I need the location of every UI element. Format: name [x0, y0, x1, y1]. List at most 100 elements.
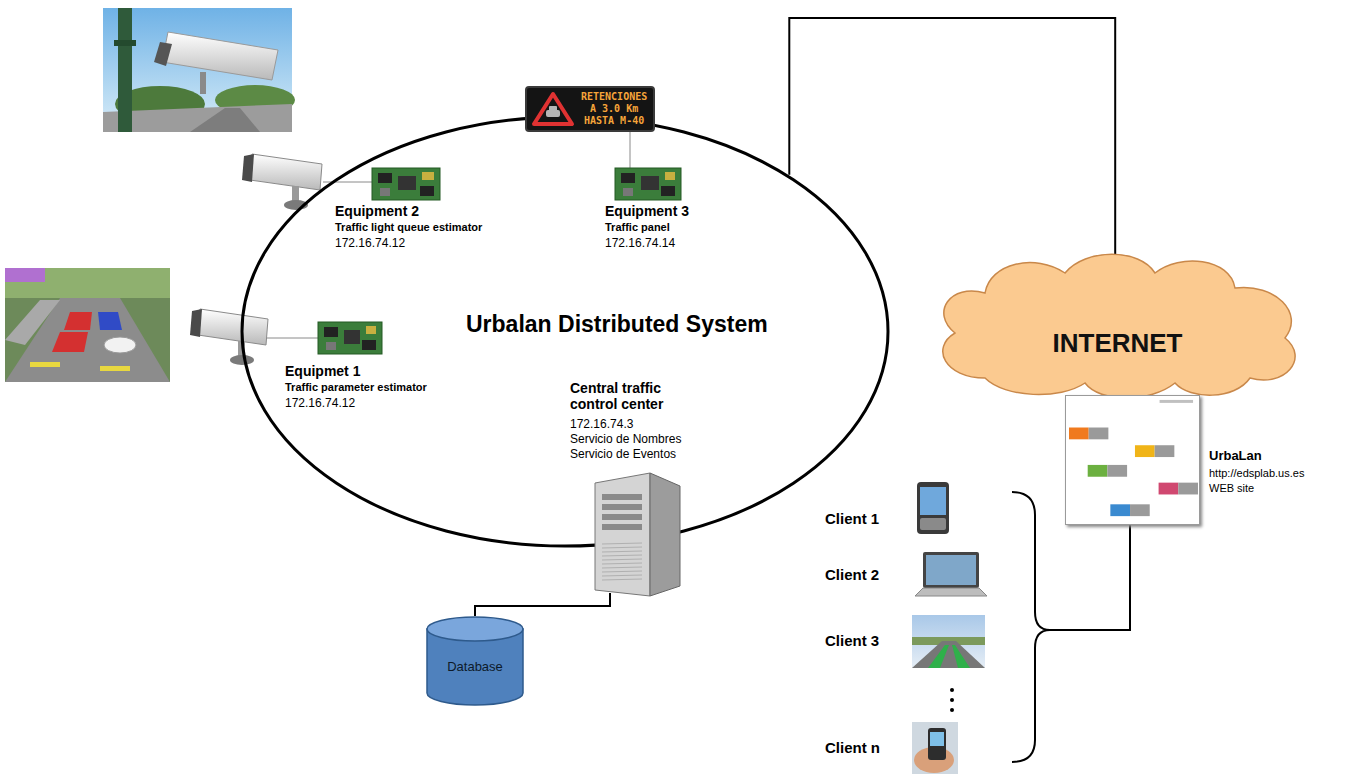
car-symbol	[549, 106, 557, 111]
warning-triangle	[534, 94, 572, 124]
panel-message: RETENCIONES A 3.0 Km HASTA M-40	[581, 91, 647, 127]
camera-icon	[198, 309, 268, 345]
website-tile	[1159, 483, 1179, 495]
pda-icon	[917, 482, 949, 534]
vent-line	[602, 547, 642, 548]
street-photo	[5, 268, 170, 382]
circuit-board	[380, 188, 390, 196]
phone-in-hand	[928, 728, 946, 760]
website-tile	[1088, 465, 1108, 477]
vent-line	[602, 555, 642, 556]
camera-icon	[250, 154, 322, 190]
circuit-board	[324, 327, 338, 337]
leader-line	[630, 128, 631, 168]
internet-cloud: INTERNET	[925, 248, 1310, 403]
street-photo	[98, 312, 122, 330]
website-box: UrbaLanhttp://edsplab.us.es WEB site	[1065, 395, 1200, 525]
drive-bay	[602, 524, 642, 530]
center-title: Central traffic control center	[570, 380, 695, 412]
website-tile	[1135, 445, 1155, 457]
camera-photo	[114, 40, 136, 46]
connector-line	[475, 593, 610, 616]
website-photo	[1089, 428, 1109, 440]
website-photo	[1178, 483, 1198, 495]
circuit-board	[615, 168, 681, 200]
camera-icon	[190, 309, 268, 365]
laptop-icon	[915, 588, 987, 596]
ip-address: 172.16.74.3	[570, 417, 760, 432]
camera-icon	[230, 355, 254, 365]
equipment-role: Traffic parameter estimator	[285, 381, 427, 393]
circuit-board	[366, 326, 376, 334]
camera-photo	[154, 42, 172, 66]
equipment-name: Equipmet 1	[285, 363, 360, 379]
circuit-board	[422, 172, 434, 180]
ellipse-outline	[242, 117, 888, 546]
street-photo	[104, 337, 136, 353]
circuit-board	[398, 176, 416, 190]
drive-bay	[602, 504, 642, 510]
vent-line	[602, 559, 642, 560]
client-label: Client 2	[825, 566, 879, 583]
vent-line	[602, 551, 642, 552]
ip-address: 172.16.74.12	[285, 396, 355, 410]
database-label: Database	[425, 659, 525, 674]
circuit-board	[378, 173, 392, 183]
ellipsis-dots	[950, 688, 954, 692]
equipment-role: Traffic panel	[605, 221, 670, 233]
database-cylinder: Database	[425, 615, 525, 707]
camera-photo	[103, 8, 295, 132]
equipment-name: Equipment 3	[605, 203, 689, 219]
circuit-board	[372, 168, 440, 200]
ellipsis-dots	[950, 708, 954, 712]
road-photo	[912, 615, 985, 668]
street-photo	[30, 362, 60, 367]
equipment-role: Traffic light queue estimator	[335, 221, 482, 233]
website-photo	[1155, 445, 1175, 457]
equipment-name: Equipment 2	[335, 203, 419, 219]
circuit-board	[318, 322, 382, 354]
ellipsis-dots	[950, 688, 954, 712]
laptop-icon	[923, 552, 979, 588]
pda-icon	[917, 482, 949, 534]
website-photo	[1130, 504, 1150, 516]
client-bracket	[1012, 492, 1130, 762]
laptop-icon	[926, 555, 976, 585]
vent-line	[602, 567, 642, 568]
phone-in-hand	[930, 732, 944, 746]
website-tile	[1110, 504, 1130, 516]
cloud-shape	[925, 248, 1310, 403]
site-name: UrbaLan	[1209, 448, 1262, 463]
vent-line	[602, 563, 642, 564]
circuit-board	[344, 330, 360, 344]
system-ellipse: Urbalan Distributed System	[240, 115, 890, 548]
street-photo	[5, 268, 170, 382]
road-photo	[952, 645, 970, 668]
circuit-board	[665, 172, 675, 180]
phone-in-hand	[912, 722, 958, 774]
camera-photo	[118, 8, 132, 132]
street-photo	[5, 268, 170, 298]
circuit-board	[318, 322, 382, 354]
circuit-board	[641, 176, 659, 190]
cylinder-top	[427, 617, 523, 641]
leader-line	[267, 338, 318, 339]
circuit-board	[326, 342, 336, 350]
client-label: Client 3	[825, 632, 879, 649]
client-label: Client n	[825, 739, 880, 756]
circuit-board	[623, 188, 633, 196]
pda-icon	[920, 487, 946, 515]
leader-line	[267, 128, 630, 338]
cloud-label: INTERNET	[925, 328, 1310, 359]
system-title: Urbalan Distributed System	[466, 311, 768, 338]
circuit-board	[362, 340, 376, 350]
drive-bay	[602, 514, 642, 520]
cloud-outline	[943, 254, 1295, 398]
pda-icon	[920, 518, 946, 530]
circuit-board	[420, 186, 434, 196]
client-bracket	[1012, 492, 1050, 762]
site-url: http://edsplab.us.es WEB site	[1209, 466, 1321, 496]
car-symbol	[546, 110, 560, 117]
